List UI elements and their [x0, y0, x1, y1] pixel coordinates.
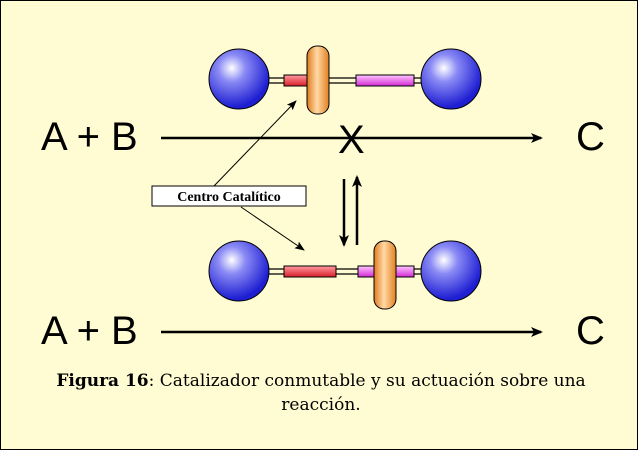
macrocycle-ring	[373, 240, 397, 310]
caption-text: : Catalizador conmutable y su actuación …	[148, 371, 586, 415]
stopper-sphere-right	[420, 240, 482, 302]
reactants-bottom: A + B	[41, 309, 138, 353]
stopper-sphere-right	[420, 48, 482, 110]
product-top: C	[576, 115, 605, 159]
magenta-station	[355, 74, 415, 87]
callout-box	[151, 185, 307, 207]
rotaxane-bottom	[208, 240, 482, 310]
rotaxane-top	[208, 45, 482, 115]
caption-label: Figura 16	[56, 371, 149, 391]
red-station	[283, 265, 337, 278]
macrocycle-ring	[306, 45, 330, 115]
stopper-sphere-left	[208, 48, 270, 110]
reactants-top: A + B	[41, 115, 138, 159]
callout-pointer-bottom	[240, 206, 305, 251]
blocked-mark: X	[338, 118, 365, 162]
callout-label: Centro Catalítico	[177, 190, 281, 205]
stopper-sphere-left	[208, 240, 270, 302]
figure-caption: Figura 16: Catalizador conmutable y su a…	[21, 369, 621, 417]
callout-pointer-top	[213, 100, 297, 187]
product-bottom: C	[576, 309, 605, 353]
